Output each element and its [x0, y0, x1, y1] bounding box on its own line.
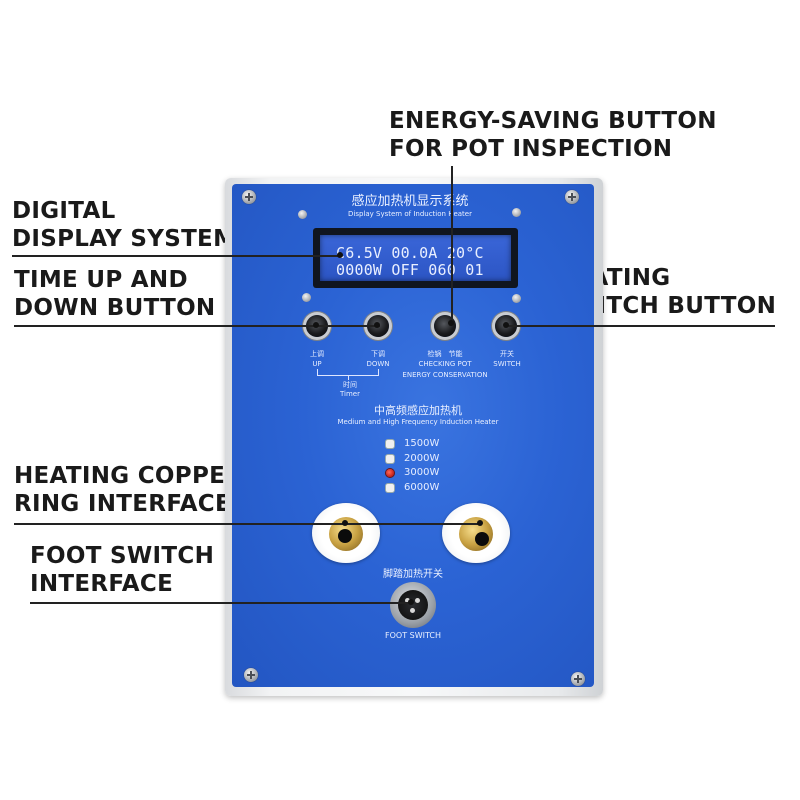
timer-bracket: [348, 375, 349, 380]
screw-icon: [571, 672, 585, 686]
up-label-en: UP: [312, 360, 322, 368]
port-hole-icon: [475, 532, 489, 546]
leader-end: [374, 322, 380, 328]
switch-label-en: SWITCH: [493, 360, 521, 368]
callout-copper-ring: HEATING COPPER RING INTERFACE: [14, 463, 244, 517]
leader-heating-switch: [505, 325, 775, 327]
power-label: 1500W: [404, 438, 440, 449]
checking-pot-button[interactable]: [434, 315, 456, 337]
screw-icon: [298, 210, 307, 219]
callout-digital-display: DIGITAL DISPLAY SYSTEM: [12, 198, 237, 252]
foot-label-cn: 脚踏加热开关: [383, 569, 443, 580]
power-label: 2000W: [404, 453, 440, 464]
foot-label-en: FOOT SWITCH: [385, 631, 441, 640]
leader-time-button: [14, 325, 380, 327]
leader-end: [408, 599, 414, 605]
check-label-en: CHECKING POT: [418, 360, 472, 368]
port-hole-icon: [338, 529, 352, 543]
down-label-cn: 下调: [371, 350, 385, 358]
switch-label-cn: 开关: [500, 350, 514, 358]
power-indicator-6000: [386, 484, 394, 492]
connector-pin: [410, 608, 415, 613]
lcd-line-1: C6.5V 00.0A 20°C: [336, 244, 484, 262]
leader-digital-display: [12, 255, 340, 257]
timer-bracket: [378, 369, 379, 375]
leader-end: [448, 320, 454, 326]
timer-bracket: [317, 369, 318, 375]
leader-end: [313, 322, 319, 328]
power-indicator-2000: [386, 455, 394, 463]
up-label-cn: 上调: [310, 350, 324, 358]
timer-label-en: Timer: [339, 390, 360, 398]
screw-icon: [302, 293, 311, 302]
callout-energy-saving: ENERGY-SAVING BUTTON FOR POT INSPECTION: [389, 108, 717, 162]
lcd-line-2: 0000W OFF 060 01: [336, 261, 484, 279]
screw-icon: [512, 208, 521, 217]
power-indicator-3000: [386, 469, 394, 477]
callout-foot-switch: FOOT SWITCH INTERFACE: [30, 543, 215, 597]
connector-pin: [405, 598, 410, 603]
panel-title-en: Display System of Induction Heater: [348, 210, 472, 218]
connector-pin: [415, 598, 420, 603]
screw-icon: [565, 190, 579, 204]
timer-label-cn: 时间: [343, 381, 357, 389]
leader-end: [503, 322, 509, 328]
power-label: 3000W: [404, 467, 440, 478]
screw-icon: [242, 190, 256, 204]
check-label-cn: 检锅 节能: [427, 350, 463, 358]
power-indicator-1500: [386, 440, 394, 448]
callout-time-button: TIME UP AND DOWN BUTTON: [14, 267, 216, 321]
leader-end: [477, 520, 483, 526]
subtitle-cn: 中高频感应加热机: [374, 404, 462, 417]
screw-icon: [512, 294, 521, 303]
leader-energy-saving: [451, 166, 453, 323]
energy-label-en: ENERGY CONSERVATION: [402, 371, 488, 379]
power-label: 6000W: [404, 482, 440, 493]
leader-end: [337, 252, 343, 258]
screw-icon: [244, 668, 258, 682]
lcd-display: [320, 235, 511, 281]
leader-end: [342, 520, 348, 526]
subtitle-en: Medium and High Frequency Induction Heat…: [337, 418, 499, 426]
connector-icon: [398, 590, 428, 620]
panel-title-cn: 感应加热机显示系统: [351, 194, 469, 209]
down-label-en: DOWN: [366, 360, 390, 368]
leader-foot-switch: [30, 602, 413, 604]
leader-copper-ring: [14, 523, 482, 525]
